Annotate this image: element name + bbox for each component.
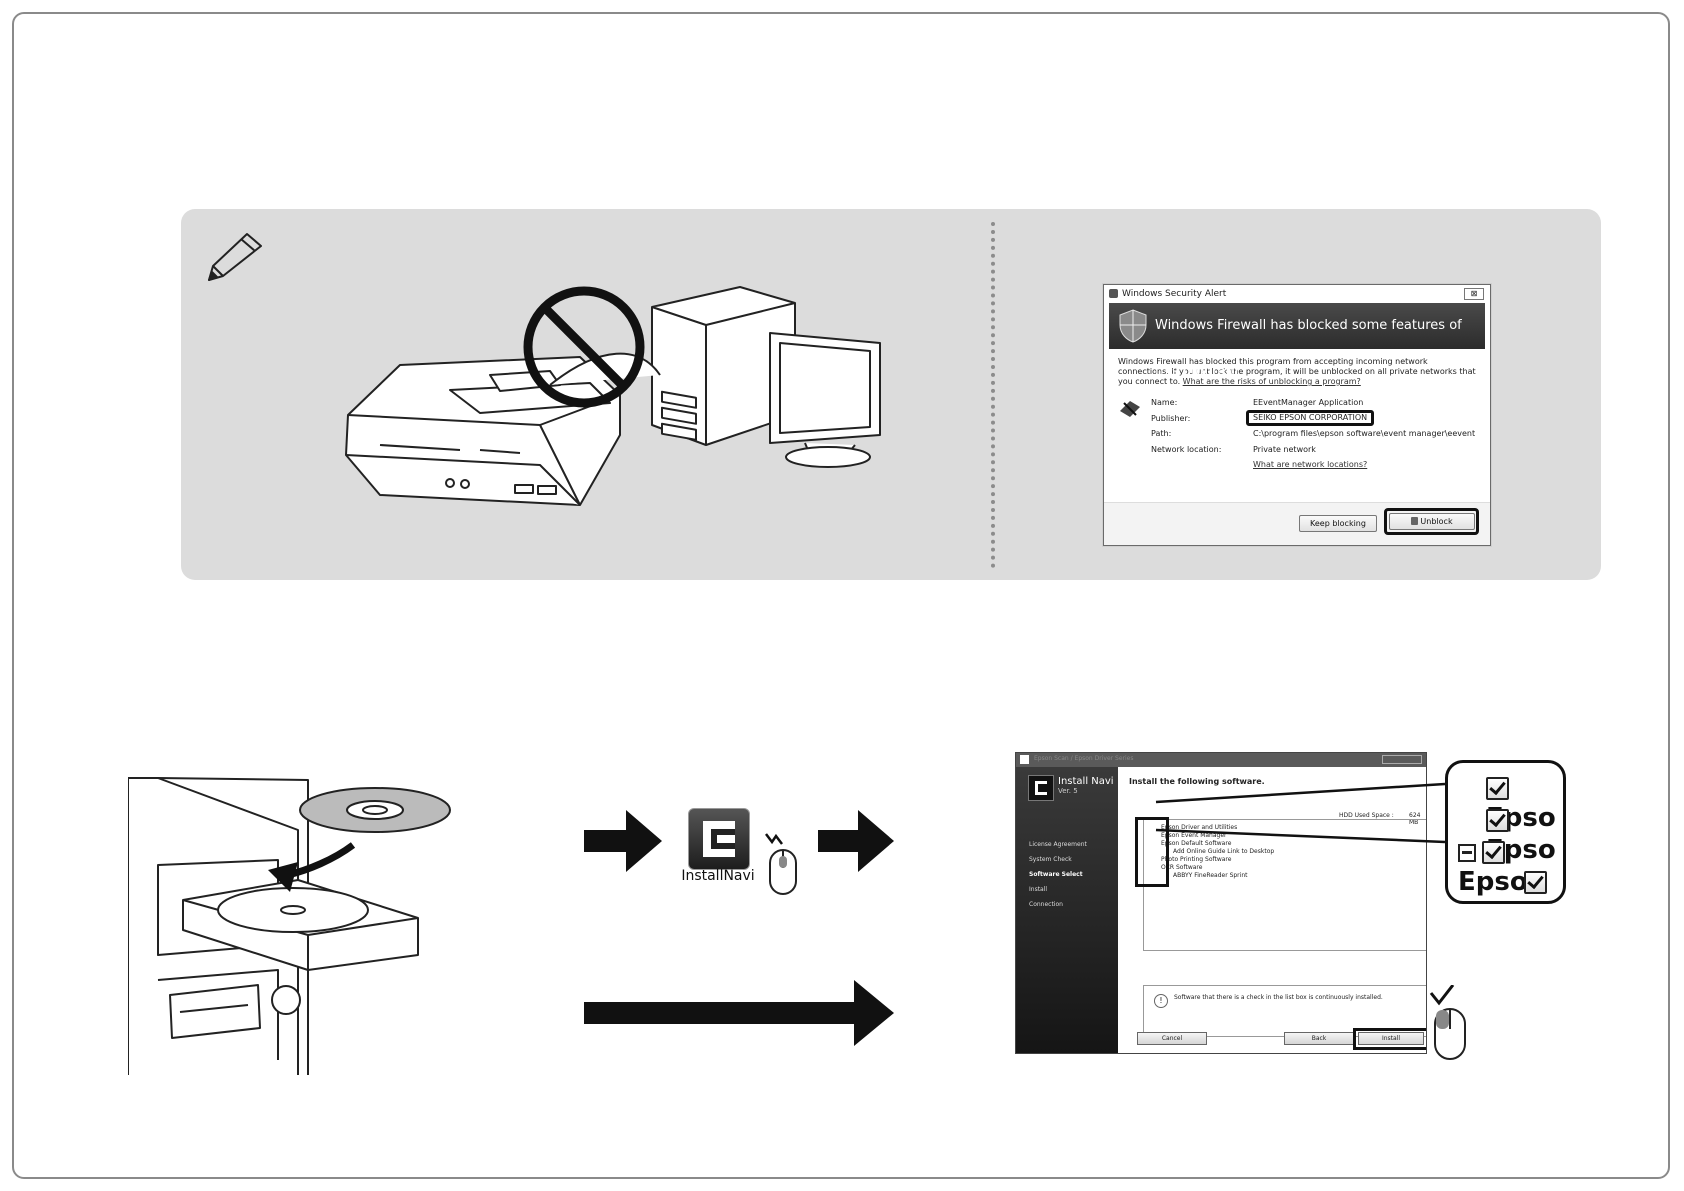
collapse-icon[interactable] (1458, 843, 1476, 862)
alert-banner: Windows Firewall has blocked some featur… (1109, 303, 1485, 379)
network-locations-link[interactable]: What are network locations? (1253, 460, 1368, 470)
navi-version: Ver. 5 (1058, 787, 1078, 795)
list-item[interactable]: Epson Default Software (1161, 840, 1232, 847)
checkbox-checked[interactable] (1486, 809, 1509, 832)
insert-cd-illustration (128, 777, 451, 1075)
page-frame (12, 12, 1670, 1179)
navi-sidebar: Install Navi Ver. 5 License Agreement Sy… (1016, 767, 1118, 1053)
step-license: License Agreement (1029, 841, 1087, 848)
program-details: Name:EEventManager Application Publisher… (1151, 398, 1476, 470)
list-item[interactable]: Photo Printing Software (1161, 856, 1232, 863)
navi-heading: Install the following software. (1129, 777, 1265, 786)
install-button[interactable]: Install (1358, 1032, 1424, 1045)
publisher-value: SEIKO EPSON CORPORATION (1246, 410, 1375, 427)
checkbox-checked[interactable] (1482, 841, 1505, 864)
navi-main: Install the following software. HDD Used… (1129, 767, 1426, 1053)
pencil-note-icon (208, 233, 262, 281)
epson-logo-icon (1028, 775, 1054, 801)
checkbox-zoom-callout: Epso Epso Epso (1445, 760, 1566, 904)
unblock-button[interactable]: Unblock (1389, 513, 1475, 530)
network-location-value: Private network (1253, 444, 1316, 454)
hdd-label: HDD Used Space : (1339, 812, 1394, 819)
list-item[interactable]: Epson Driver and Utilities (1161, 824, 1238, 831)
alert-footer: Keep blocking Unblock (1104, 502, 1490, 545)
firewall-shield-icon (1119, 309, 1147, 343)
alert-title-bar: Windows Security Alert ⊠ (1104, 285, 1490, 303)
info-text: Software that there is a check in the li… (1174, 994, 1383, 1001)
navi-brand: Install Navi (1058, 776, 1114, 787)
list-item[interactable]: ABBYY FineReader Sprint (1173, 872, 1248, 879)
path-value: C:\program files\epson software\event ma… (1253, 429, 1476, 439)
navi-title-bar: Epson Scan / Epson Driver Series (1016, 753, 1426, 767)
checkbox-column-highlight (1135, 817, 1169, 887)
program-name-value: EEventManager Application (1253, 398, 1364, 408)
program-icon (1120, 401, 1140, 417)
step-system-check: System Check (1029, 856, 1072, 863)
risks-link[interactable]: What are the risks of unblocking a progr… (1182, 377, 1361, 386)
mouse-double-click-icon (765, 833, 797, 895)
alert-banner-text: Windows Firewall has blocked some featur… (1155, 318, 1462, 379)
scanner-computer-illustration (345, 286, 881, 506)
hdd-value: 624 MB (1409, 812, 1421, 826)
install-highlight (1353, 1028, 1426, 1050)
navi-window-title: Epson Scan / Epson Driver Series (1034, 755, 1134, 762)
step-connection: Connection (1029, 901, 1063, 908)
panel-divider (991, 222, 995, 568)
back-button[interactable]: Back (1284, 1032, 1354, 1045)
zoom-row-3: Epso (1458, 867, 1528, 897)
checkbox-checked[interactable] (1524, 871, 1547, 894)
alert-message: Windows Firewall has blocked this progra… (1118, 357, 1476, 386)
right-arrow-icon (584, 810, 662, 872)
step-software-select: Software Select (1029, 871, 1083, 878)
checkbox-checked[interactable] (1486, 777, 1509, 800)
shield-small-icon (1411, 517, 1419, 525)
mouse-click-icon (1429, 985, 1466, 1060)
long-right-arrow-icon (584, 980, 894, 1046)
keep-blocking-button[interactable]: Keep blocking (1299, 515, 1377, 532)
installnavi-app-icon[interactable] (688, 808, 750, 870)
list-item[interactable]: Add Online Guide Link to Desktop (1173, 848, 1275, 855)
close-icon[interactable]: ⊠ (1464, 288, 1484, 300)
step-install: Install (1029, 886, 1048, 893)
unblock-highlight (1384, 508, 1479, 535)
shield-small-icon (1109, 289, 1118, 298)
list-item[interactable]: Epson Event Manager (1161, 832, 1227, 839)
install-navi-window: Epson Scan / Epson Driver Series Install… (1015, 752, 1427, 1054)
window-controls[interactable] (1382, 755, 1422, 764)
security-alert-dialog: Windows Security Alert ⊠ Windows Firewal… (1103, 284, 1491, 546)
software-list: Epson Driver and Utilities Epson Event M… (1145, 824, 1274, 880)
right-arrow-icon (818, 810, 894, 872)
installnavi-label: InstallNavi (681, 868, 755, 884)
cancel-button[interactable]: Cancel (1137, 1032, 1207, 1045)
info-icon: ! (1154, 994, 1168, 1008)
callout-lines (1155, 782, 1446, 844)
epson-e-glyph (703, 821, 735, 857)
list-item[interactable]: OCR Software (1161, 864, 1203, 871)
alert-window-title: Windows Security Alert (1122, 289, 1227, 299)
